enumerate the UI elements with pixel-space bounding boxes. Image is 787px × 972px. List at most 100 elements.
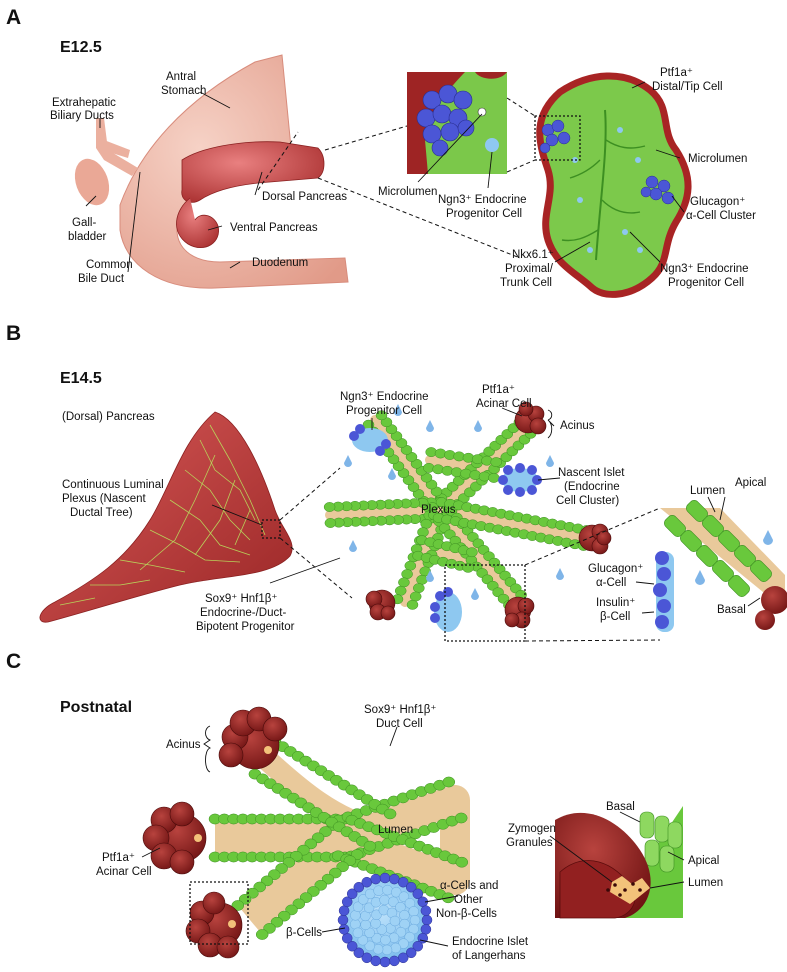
label-insulin-beta-cell: Insulin⁺β-Cell bbox=[596, 597, 635, 623]
duct-cell bbox=[364, 841, 376, 851]
duct-cell bbox=[443, 777, 455, 787]
branching-duct-tree bbox=[324, 402, 611, 641]
duct-cell bbox=[405, 561, 416, 570]
label-nkx-trunk-cell: Nkx6.1⁺Proximal/Trunk Cell bbox=[500, 249, 554, 289]
alpha-cell bbox=[339, 906, 349, 916]
label-microlumen-left: Microlumen bbox=[378, 186, 437, 198]
alpha-cell bbox=[342, 933, 352, 943]
panel-a-letter: A bbox=[6, 6, 21, 29]
label-basal-b: Basal bbox=[717, 604, 746, 616]
pancreatic-bud-cross-section bbox=[535, 76, 688, 294]
beta-cell bbox=[382, 945, 392, 955]
duct-cell bbox=[455, 813, 467, 823]
duct-cell bbox=[256, 929, 268, 939]
duct-cell bbox=[384, 809, 396, 819]
panel-a-stage-title: E12.5 bbox=[60, 39, 102, 56]
alpha-cell bbox=[380, 873, 390, 883]
beta-cell bbox=[371, 897, 381, 907]
panel-a: A E12.5 bbox=[6, 6, 756, 294]
beta-cell bbox=[380, 935, 390, 945]
beta-cell bbox=[391, 943, 401, 953]
duct-cell bbox=[466, 548, 477, 557]
duct-cell bbox=[417, 575, 428, 584]
alpha-cell bbox=[398, 953, 408, 963]
label-sox9-bipotent-progenitor: Sox9⁺ Hnf1β⁺Endocrine-/Duct-Bipotent Pro… bbox=[196, 593, 295, 633]
label-acinus-b: Acinus bbox=[560, 420, 595, 432]
beta-cell bbox=[389, 933, 399, 943]
alpha-cell bbox=[389, 956, 399, 966]
label-ngn3-progenitor-left: Ngn3⁺ EndocrineProgenitor Cell bbox=[438, 194, 527, 220]
label-lumen-c: Lumen bbox=[378, 824, 413, 836]
label-dorsal-pancreas: Dorsal Pancreas bbox=[262, 191, 347, 203]
label-antral-stomach: AntralStomach bbox=[161, 71, 206, 97]
alpha-cell bbox=[389, 874, 399, 884]
label-microlumen-right: Microlumen bbox=[688, 153, 747, 165]
duct-cell bbox=[491, 457, 502, 466]
duct-cell bbox=[325, 518, 336, 527]
label-lumen-zoom-c: Lumen bbox=[688, 877, 723, 889]
beta-cell bbox=[374, 886, 384, 896]
label-duodenum: Duodenum bbox=[252, 257, 308, 269]
label-sox9-duct-cell: Sox9⁺ Hnf1β⁺Duct Cell bbox=[364, 704, 436, 730]
label-apical-b: Apical bbox=[735, 477, 766, 489]
label-ngn3-progenitor-right: Ngn3⁺ EndocrineProgenitor Cell bbox=[660, 263, 749, 289]
duct-cell bbox=[324, 502, 335, 511]
zoom-line-top bbox=[325, 126, 407, 150]
duct-cell bbox=[395, 586, 406, 595]
beta-cell bbox=[410, 915, 420, 925]
beta-cell bbox=[409, 906, 419, 916]
label-acinus-c: Acinus bbox=[166, 739, 201, 751]
alpha-cell bbox=[421, 906, 431, 916]
alpha-cell bbox=[421, 924, 431, 934]
label-beta-cells: β-Cells bbox=[286, 927, 322, 939]
duct-cell bbox=[421, 519, 432, 528]
acinar-lumen-zoom bbox=[555, 806, 683, 918]
alpha-cell bbox=[380, 957, 390, 967]
label-ventral-pancreas: Ventral Pancreas bbox=[230, 222, 318, 234]
alpha-cell bbox=[362, 877, 372, 887]
alpha-cell bbox=[339, 924, 349, 934]
beta-cell bbox=[383, 885, 393, 895]
duct-cell bbox=[463, 563, 474, 572]
alpha-cell bbox=[371, 956, 381, 966]
label-apical-c: Apical bbox=[688, 855, 719, 867]
microlumen-zoom-inset bbox=[407, 72, 507, 174]
label-basal-c: Basal bbox=[606, 801, 635, 813]
beta-cell bbox=[353, 928, 363, 938]
alpha-cell bbox=[422, 915, 432, 925]
inset-line-top bbox=[507, 98, 535, 116]
label-plexus: Plexus bbox=[421, 504, 456, 516]
beta-cell bbox=[399, 910, 409, 920]
alpha-cell bbox=[371, 874, 381, 884]
duct-cell bbox=[410, 592, 421, 601]
label-ptf1a-tip-cell: Ptf1a⁺Distal/Tip Cell bbox=[652, 67, 723, 93]
panel-c: C Postnatal bbox=[6, 650, 723, 967]
label-glucagon-alpha-cell: Glucagon⁺α-Cell bbox=[588, 563, 643, 589]
label-glucagon-cluster: Glucagon⁺α-Cell Cluster bbox=[686, 196, 756, 222]
label-dorsal-pancreas-b: (Dorsal) Pancreas bbox=[62, 411, 155, 423]
panel-b-letter: B bbox=[6, 322, 21, 345]
zoom-b-line-bottom bbox=[280, 538, 352, 598]
duct-cell bbox=[398, 578, 409, 587]
panel-b-stage-title: E14.5 bbox=[60, 370, 102, 387]
alpha-cell bbox=[338, 915, 348, 925]
beta-cell bbox=[390, 916, 400, 926]
duct-cell bbox=[456, 857, 468, 867]
duct-cell bbox=[413, 583, 424, 592]
label-gallbladder: Gall-bladder bbox=[68, 217, 107, 243]
panel-c-letter: C bbox=[6, 650, 21, 673]
label-ptf1a-acinar-b: Ptf1a⁺Acinar Cell bbox=[476, 384, 532, 410]
inset-line-bottom bbox=[507, 160, 535, 172]
label-lumen-b: Lumen bbox=[690, 485, 725, 497]
duct-cell bbox=[488, 473, 499, 482]
panel-c-stage-title: Postnatal bbox=[60, 699, 132, 716]
duct-cell bbox=[407, 600, 418, 609]
